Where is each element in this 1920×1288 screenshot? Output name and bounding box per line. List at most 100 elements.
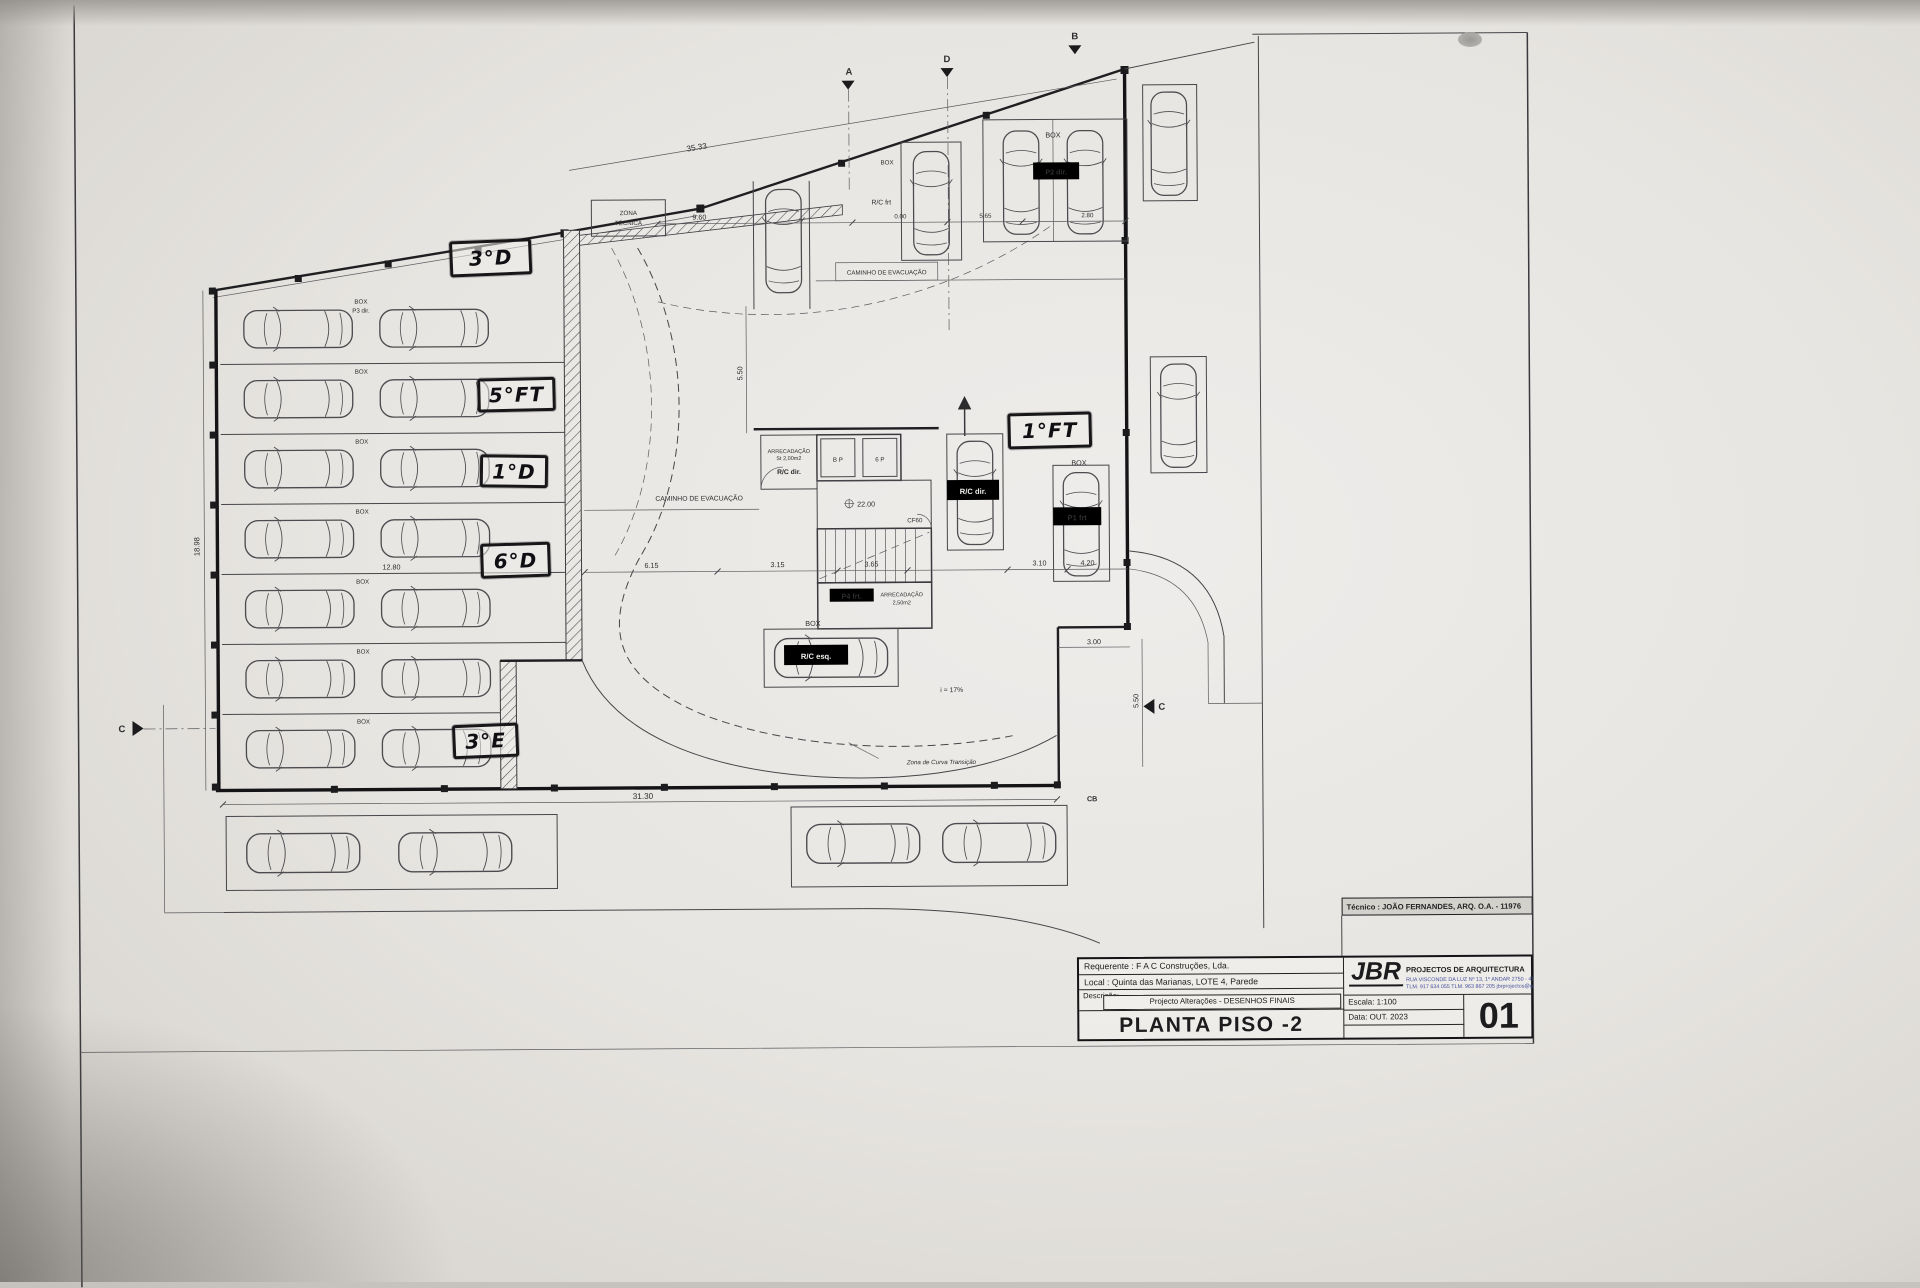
car-icon	[244, 376, 353, 421]
dim-label: 5.65	[979, 213, 992, 220]
local-label: Local :	[1084, 977, 1109, 987]
stall-label: BOX	[356, 509, 369, 516]
handwritten-annotation-3d: 3°D	[449, 238, 532, 277]
car-icon	[1000, 131, 1043, 234]
unit-label: R/C dir.	[777, 469, 801, 476]
section-marker-cb: CB	[1087, 794, 1097, 803]
section-marker-d: D	[943, 54, 950, 65]
stall-label: P2 dir.	[1045, 167, 1067, 176]
bottom-parking	[163, 699, 1099, 949]
date-cell: Data: OUT. 2023	[1344, 1010, 1464, 1026]
ramp-driveway: i = 17% Zona de Curva Transição	[579, 225, 1056, 779]
firm-description: PROJECTOS DE ARQUITECTURA	[1406, 965, 1525, 975]
titleblock-local: Local : Quinta das Marianas, LOTE 4, Par…	[1079, 974, 1344, 991]
dim-label: 18.98	[192, 537, 201, 556]
car-icon	[246, 656, 355, 701]
section-marker-a: A	[845, 67, 852, 78]
elevator-label: 6 P	[875, 456, 884, 463]
car-icon	[807, 820, 920, 867]
car-icon	[244, 306, 353, 351]
stall-label: P4 frt.	[842, 592, 862, 601]
handwritten-annotation-3e: 3°E	[452, 723, 519, 760]
section-marker-c-right: C	[1158, 702, 1165, 713]
firm-address: RUA VISCONDE DA LUZ Nº 13, 1º ANDAR 2750…	[1406, 976, 1533, 983]
stall-label: BOX	[356, 649, 369, 656]
sheet-number: 01	[1464, 995, 1533, 1037]
firm-logo: JBR	[1349, 958, 1403, 986]
dim-label: 6.15	[645, 561, 659, 570]
car-icon	[762, 189, 805, 292]
dim-label: 3.15	[771, 560, 785, 569]
zona-tecnica-label: TÉCNICA	[615, 220, 643, 227]
car-icon	[382, 656, 491, 701]
dim-label: 12.80	[383, 562, 401, 571]
handwritten-annotation-6d: 6°D	[480, 542, 551, 579]
car-icon	[910, 151, 953, 254]
car-icon	[1157, 364, 1200, 467]
car-icon	[380, 376, 489, 421]
titleblock-descricao: Descrição: Projecto Alterações - DESENHO…	[1079, 989, 1344, 1012]
firm-logo-block: JBR PROJECTOS DE ARQUITECTURA RUA VISCON…	[1344, 957, 1533, 996]
requerente-label: Requerente :	[1084, 961, 1134, 971]
stall-label: BOX	[357, 719, 370, 726]
level-label: 22.00	[857, 500, 875, 509]
stall-label: BOX	[1071, 458, 1086, 467]
empty-cell	[1344, 1025, 1464, 1038]
car-icon	[399, 829, 512, 876]
handwritten-annotation-1d: 1°D	[480, 454, 548, 488]
evacuation-path-label: CAMINHO DE EVACUAÇÃO	[655, 493, 743, 503]
descricao-value: Projecto Alterações - DESENHOS FINAIS	[1103, 994, 1341, 1010]
slope-label: i = 17%	[940, 687, 963, 694]
dim-label: 5.50	[735, 366, 744, 380]
car-icon	[381, 516, 490, 561]
dim-label: 5.50	[1131, 694, 1140, 708]
car-icon	[246, 726, 355, 771]
firm-contact: TLM. 917 634 055 TLM. 963 867 205 jbrpro…	[1406, 983, 1533, 990]
stall-label: BOX	[354, 299, 367, 306]
dim-label: 2.80	[1081, 212, 1094, 219]
storage-label: ARRECADAÇÃO	[880, 591, 923, 598]
columns	[208, 66, 1133, 794]
dimensions: 35.33 9.60 0.00 5.65 2.80 5.50 18.98 31.…	[190, 79, 1143, 808]
dim-label: 3.65	[865, 559, 879, 568]
stall-label: BOX	[1045, 130, 1060, 139]
requerente-value: F A C Construções, Lda.	[1136, 960, 1229, 971]
car-icon	[245, 586, 354, 631]
building-outline	[212, 69, 1129, 791]
core: B P 6 P ARRECADAÇÃO St 2,00m2 R/C dir. 2…	[754, 428, 940, 629]
dim-label: 4.20	[1080, 558, 1094, 567]
paper-corner-mark	[1458, 32, 1482, 47]
stall-label: BOX	[356, 579, 369, 586]
local-value: Quinta das Marianas, LOTE 4, Parede	[1112, 976, 1258, 987]
center-bottom-parking: BOX R/C esq.	[764, 618, 898, 687]
scale-cell: Escala: 1:100	[1344, 995, 1464, 1011]
stall-label: BOX	[355, 439, 368, 446]
unit-label: R/C esq.	[801, 652, 831, 661]
stall-label: BOX	[805, 619, 820, 628]
storage-label: 2,50m2	[893, 600, 911, 606]
dim-label: 9.60	[692, 213, 706, 222]
section-marker-b: B	[1071, 31, 1078, 42]
dim-label: 35.33	[686, 141, 708, 153]
titleblock-requerente: Requerente : F A C Construções, Lda.	[1079, 958, 1344, 976]
evacuation-path-label: CAMINHO DE EVACUAÇÃO	[847, 269, 927, 276]
car-icon	[247, 830, 360, 877]
dim-label: 31.30	[633, 792, 654, 801]
stall-label: P3 dir.	[352, 308, 370, 315]
car-icon	[380, 306, 489, 351]
zona-tecnica-label: ZONA	[620, 210, 638, 217]
stall-label: BOX	[881, 159, 894, 166]
car-icon	[245, 516, 354, 561]
car-icon	[943, 819, 1056, 866]
plan-title: PLANTA PISO -2	[1079, 1010, 1344, 1042]
car-icon	[245, 446, 354, 491]
car-icon	[381, 586, 490, 631]
title-block: Requerente : F A C Construções, Lda. Loc…	[1077, 955, 1534, 1042]
unit-label: R/C dir.	[960, 487, 987, 496]
stall-label: BOX	[355, 369, 368, 376]
storage-label: St 2,00m2	[776, 456, 801, 462]
handwritten-annotation-1ft: 1°FT	[1007, 411, 1092, 449]
car-icon	[381, 446, 490, 491]
elevator-label: B P	[833, 457, 843, 464]
